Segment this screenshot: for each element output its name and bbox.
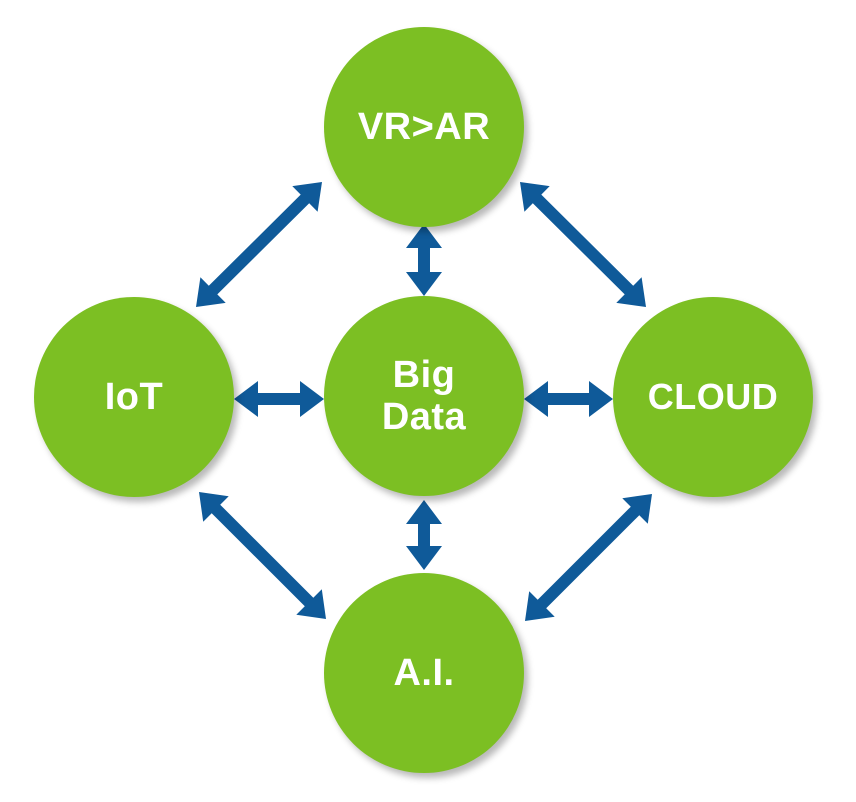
node-vr-ar-label: VR>AR — [357, 106, 491, 148]
arrow-iot-vrar — [196, 182, 322, 307]
arrow-vrar-cloud — [520, 182, 646, 307]
arrow-ai-cloud — [525, 494, 652, 621]
arrow-iot-bigdata — [234, 381, 324, 417]
node-cloud: CLOUD — [613, 297, 813, 497]
node-iot-label: IoT — [104, 376, 164, 418]
node-big-data-label: Big Data — [381, 354, 467, 438]
arrow-iot-ai — [199, 492, 326, 619]
node-vr-ar: VR>AR — [324, 27, 524, 227]
arrow-vrar-bigdata — [406, 224, 442, 296]
node-ai-label: A.I. — [393, 652, 455, 694]
node-cloud-label: CLOUD — [647, 376, 779, 417]
arrow-bigdata-ai — [406, 500, 442, 570]
node-iot: IoT — [34, 297, 234, 497]
node-big-data: Big Data — [324, 296, 524, 496]
arrow-bigdata-cloud — [524, 381, 613, 417]
node-ai: A.I. — [324, 573, 524, 773]
